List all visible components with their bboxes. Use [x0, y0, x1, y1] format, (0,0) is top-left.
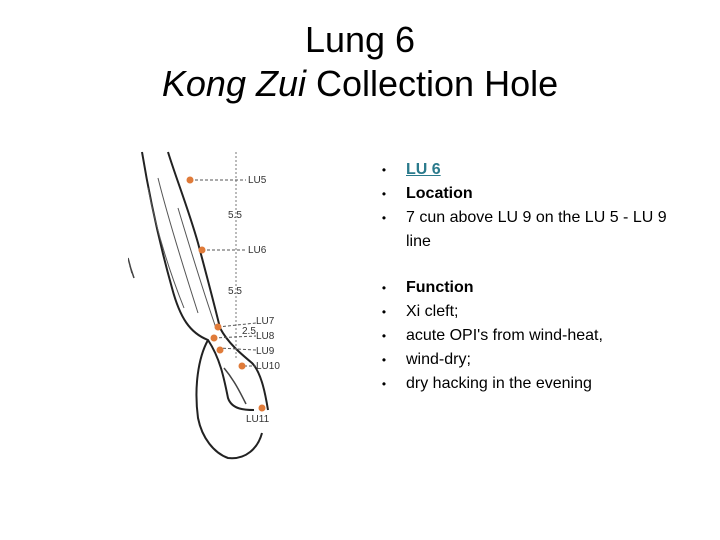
label-lu8: LU8: [256, 331, 275, 342]
label-lu9: LU9: [256, 346, 275, 357]
location-heading: Location: [406, 185, 473, 202]
bullet-list: • LU 6 • Location • 7 cun above LU 9 on …: [378, 158, 678, 396]
function-text-4: dry hacking in the evening: [406, 375, 592, 392]
bullet-item-wind-dry: • wind-dry;: [378, 348, 678, 372]
title-italic-name: Kong Zui: [161, 63, 306, 104]
bullet-item-function: • Function: [378, 276, 678, 300]
point-lu10: [238, 362, 246, 370]
muscle-line-3: [177, 207, 217, 329]
point-lu7: [214, 323, 222, 331]
title-rest: Collection Hole: [305, 63, 559, 104]
point-lu6: [198, 246, 206, 254]
bullet-dot: •: [381, 353, 387, 367]
point-lu5: [186, 176, 194, 184]
edge-mark: [127, 257, 135, 279]
muscle-line-2: [157, 177, 199, 314]
bullet-item-lu6[interactable]: • LU 6: [378, 158, 678, 182]
forearm-drawing: LU5 LU6 LU7 LU8 LU9 LU10 LU11 5.5 5.5 2.…: [127, 151, 280, 460]
point-lu11: [258, 404, 266, 412]
lu6-link[interactable]: LU 6: [406, 161, 441, 178]
bullet-dot: •: [381, 187, 387, 201]
point-lu8: [210, 334, 218, 342]
function-heading: Function: [406, 279, 474, 296]
forearm-illustration: LU5 LU6 LU7 LU8 LU9 LU10 LU11 5.5 5.5 2.…: [127, 148, 298, 478]
label-lu7: LU7: [256, 316, 275, 327]
function-text-3: wind-dry;: [406, 351, 471, 368]
bullet-dot: •: [381, 281, 387, 295]
leader-lu9: [217, 347, 257, 351]
title-line-1: Lung 6: [304, 19, 416, 60]
forearm-outline-right: [167, 151, 269, 411]
point-lu9: [216, 346, 224, 354]
label-lu11: LU11: [246, 414, 270, 425]
bullet-item-dry-hacking: • dry hacking in the evening: [378, 372, 678, 396]
slide-title: Lung 6 Kong Zui Collection Hole: [0, 18, 720, 106]
label-lu10: LU10: [256, 361, 280, 372]
thumb-line: [223, 367, 247, 405]
function-text-1: Xi cleft;: [406, 303, 459, 320]
function-text-2: acute OPI's from wind-heat,: [406, 327, 603, 344]
bullet-item-location: • Location: [378, 182, 678, 206]
measure-label-1: 5.5: [228, 210, 242, 221]
leader-lu7: [217, 322, 257, 328]
bullet-item-xi-cleft: • Xi cleft;: [378, 300, 678, 324]
measure-label-2: 5.5: [228, 286, 242, 297]
bullet-dot: •: [381, 163, 387, 177]
bullet-item-acute-opi: • acute OPI's from wind-heat,: [378, 324, 678, 348]
measure-label-3: 2.5: [242, 326, 256, 337]
bullet-item-location-text: • 7 cun above LU 9 on the LU 5 - LU 9 li…: [378, 206, 678, 254]
bullet-dot: •: [381, 211, 387, 225]
label-lu6: LU6: [248, 245, 267, 256]
bullet-dot: •: [381, 377, 387, 391]
muscle-line-1: [147, 187, 185, 309]
leader-lu8: [213, 335, 257, 339]
bullet-dot: •: [381, 329, 387, 343]
hand-outline: [195, 339, 263, 460]
title-line-2: Kong Zui Collection Hole: [0, 62, 720, 106]
label-lu5: LU5: [248, 175, 267, 186]
location-text: 7 cun above LU 9 on the LU 5 - LU 9 line: [406, 209, 667, 250]
bullet-dot: •: [381, 305, 387, 319]
group-gap: [378, 254, 678, 276]
